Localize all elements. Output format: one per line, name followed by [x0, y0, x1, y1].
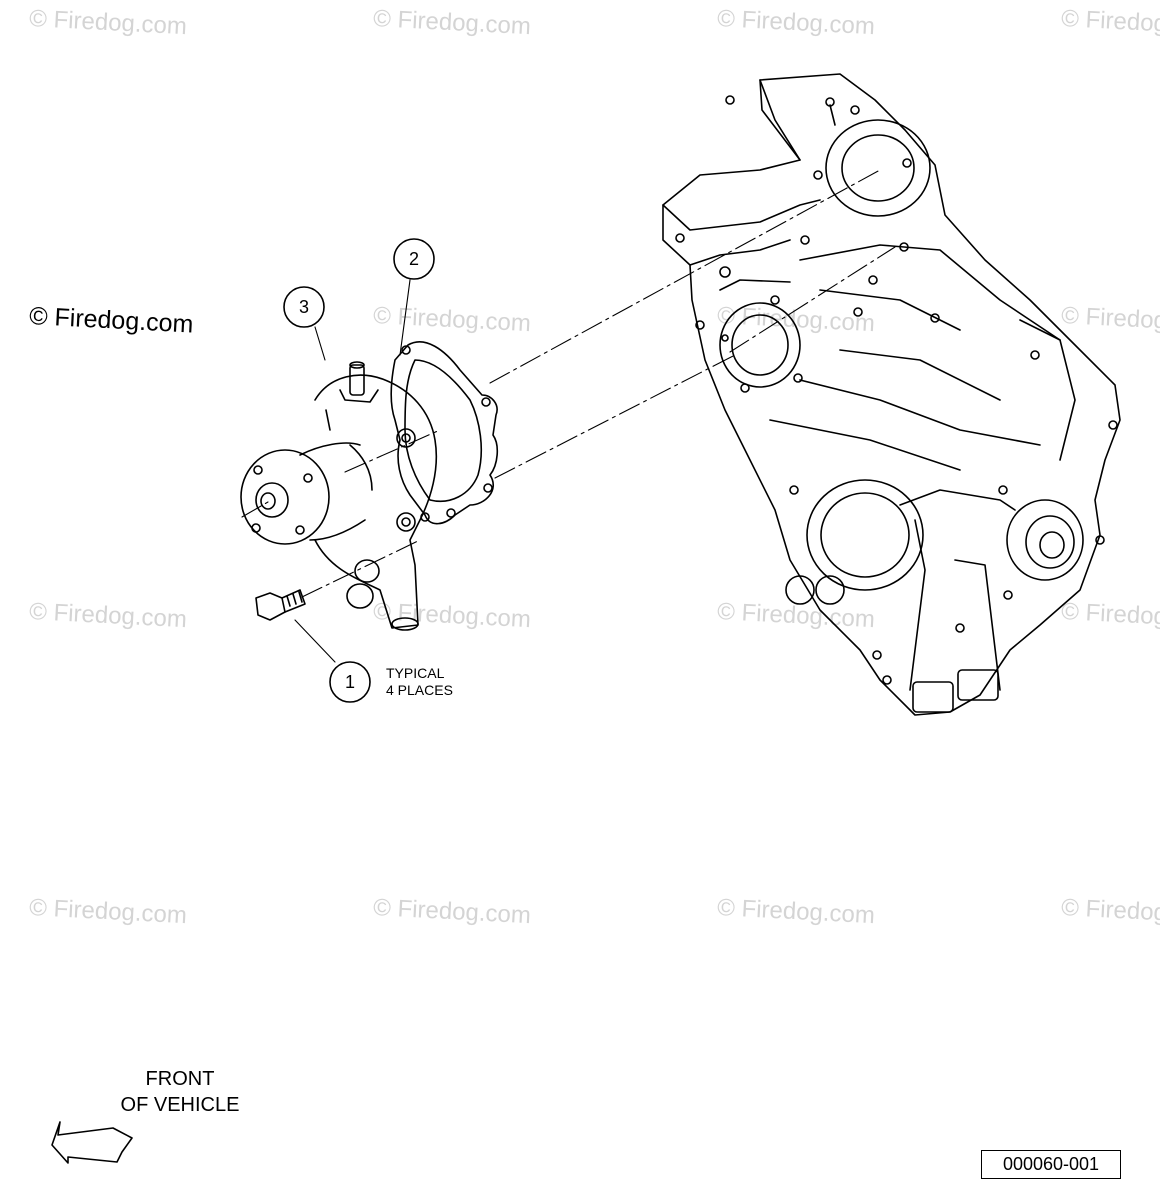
callout-2: 2: [408, 249, 419, 269]
callout-3: 3: [298, 297, 309, 317]
front-arrow-icon: [51, 1121, 133, 1164]
gasket-icon: [390, 341, 499, 525]
figure-code: 000060-001: [981, 1150, 1121, 1179]
timing-cover-icon: [662, 73, 1121, 716]
front-of-vehicle-label: FRONT OF VEHICLE: [110, 1066, 250, 1118]
callout-leaders: [294, 279, 411, 663]
front-label-line-2: OF VEHICLE: [120, 1094, 240, 1116]
alignment-lines: [241, 169, 896, 598]
callout-note: TYPICAL 4 PLACES: [386, 665, 453, 699]
note-line-1: TYPICAL: [386, 665, 445, 681]
note-line-2: 4 PLACES: [386, 682, 453, 698]
water-pump-icon: [240, 361, 438, 631]
front-label-line-1: FRONT: [145, 1068, 215, 1090]
callout-1: 1: [344, 672, 355, 692]
callout-circles: [283, 238, 435, 703]
bolt-icon: [255, 589, 306, 621]
